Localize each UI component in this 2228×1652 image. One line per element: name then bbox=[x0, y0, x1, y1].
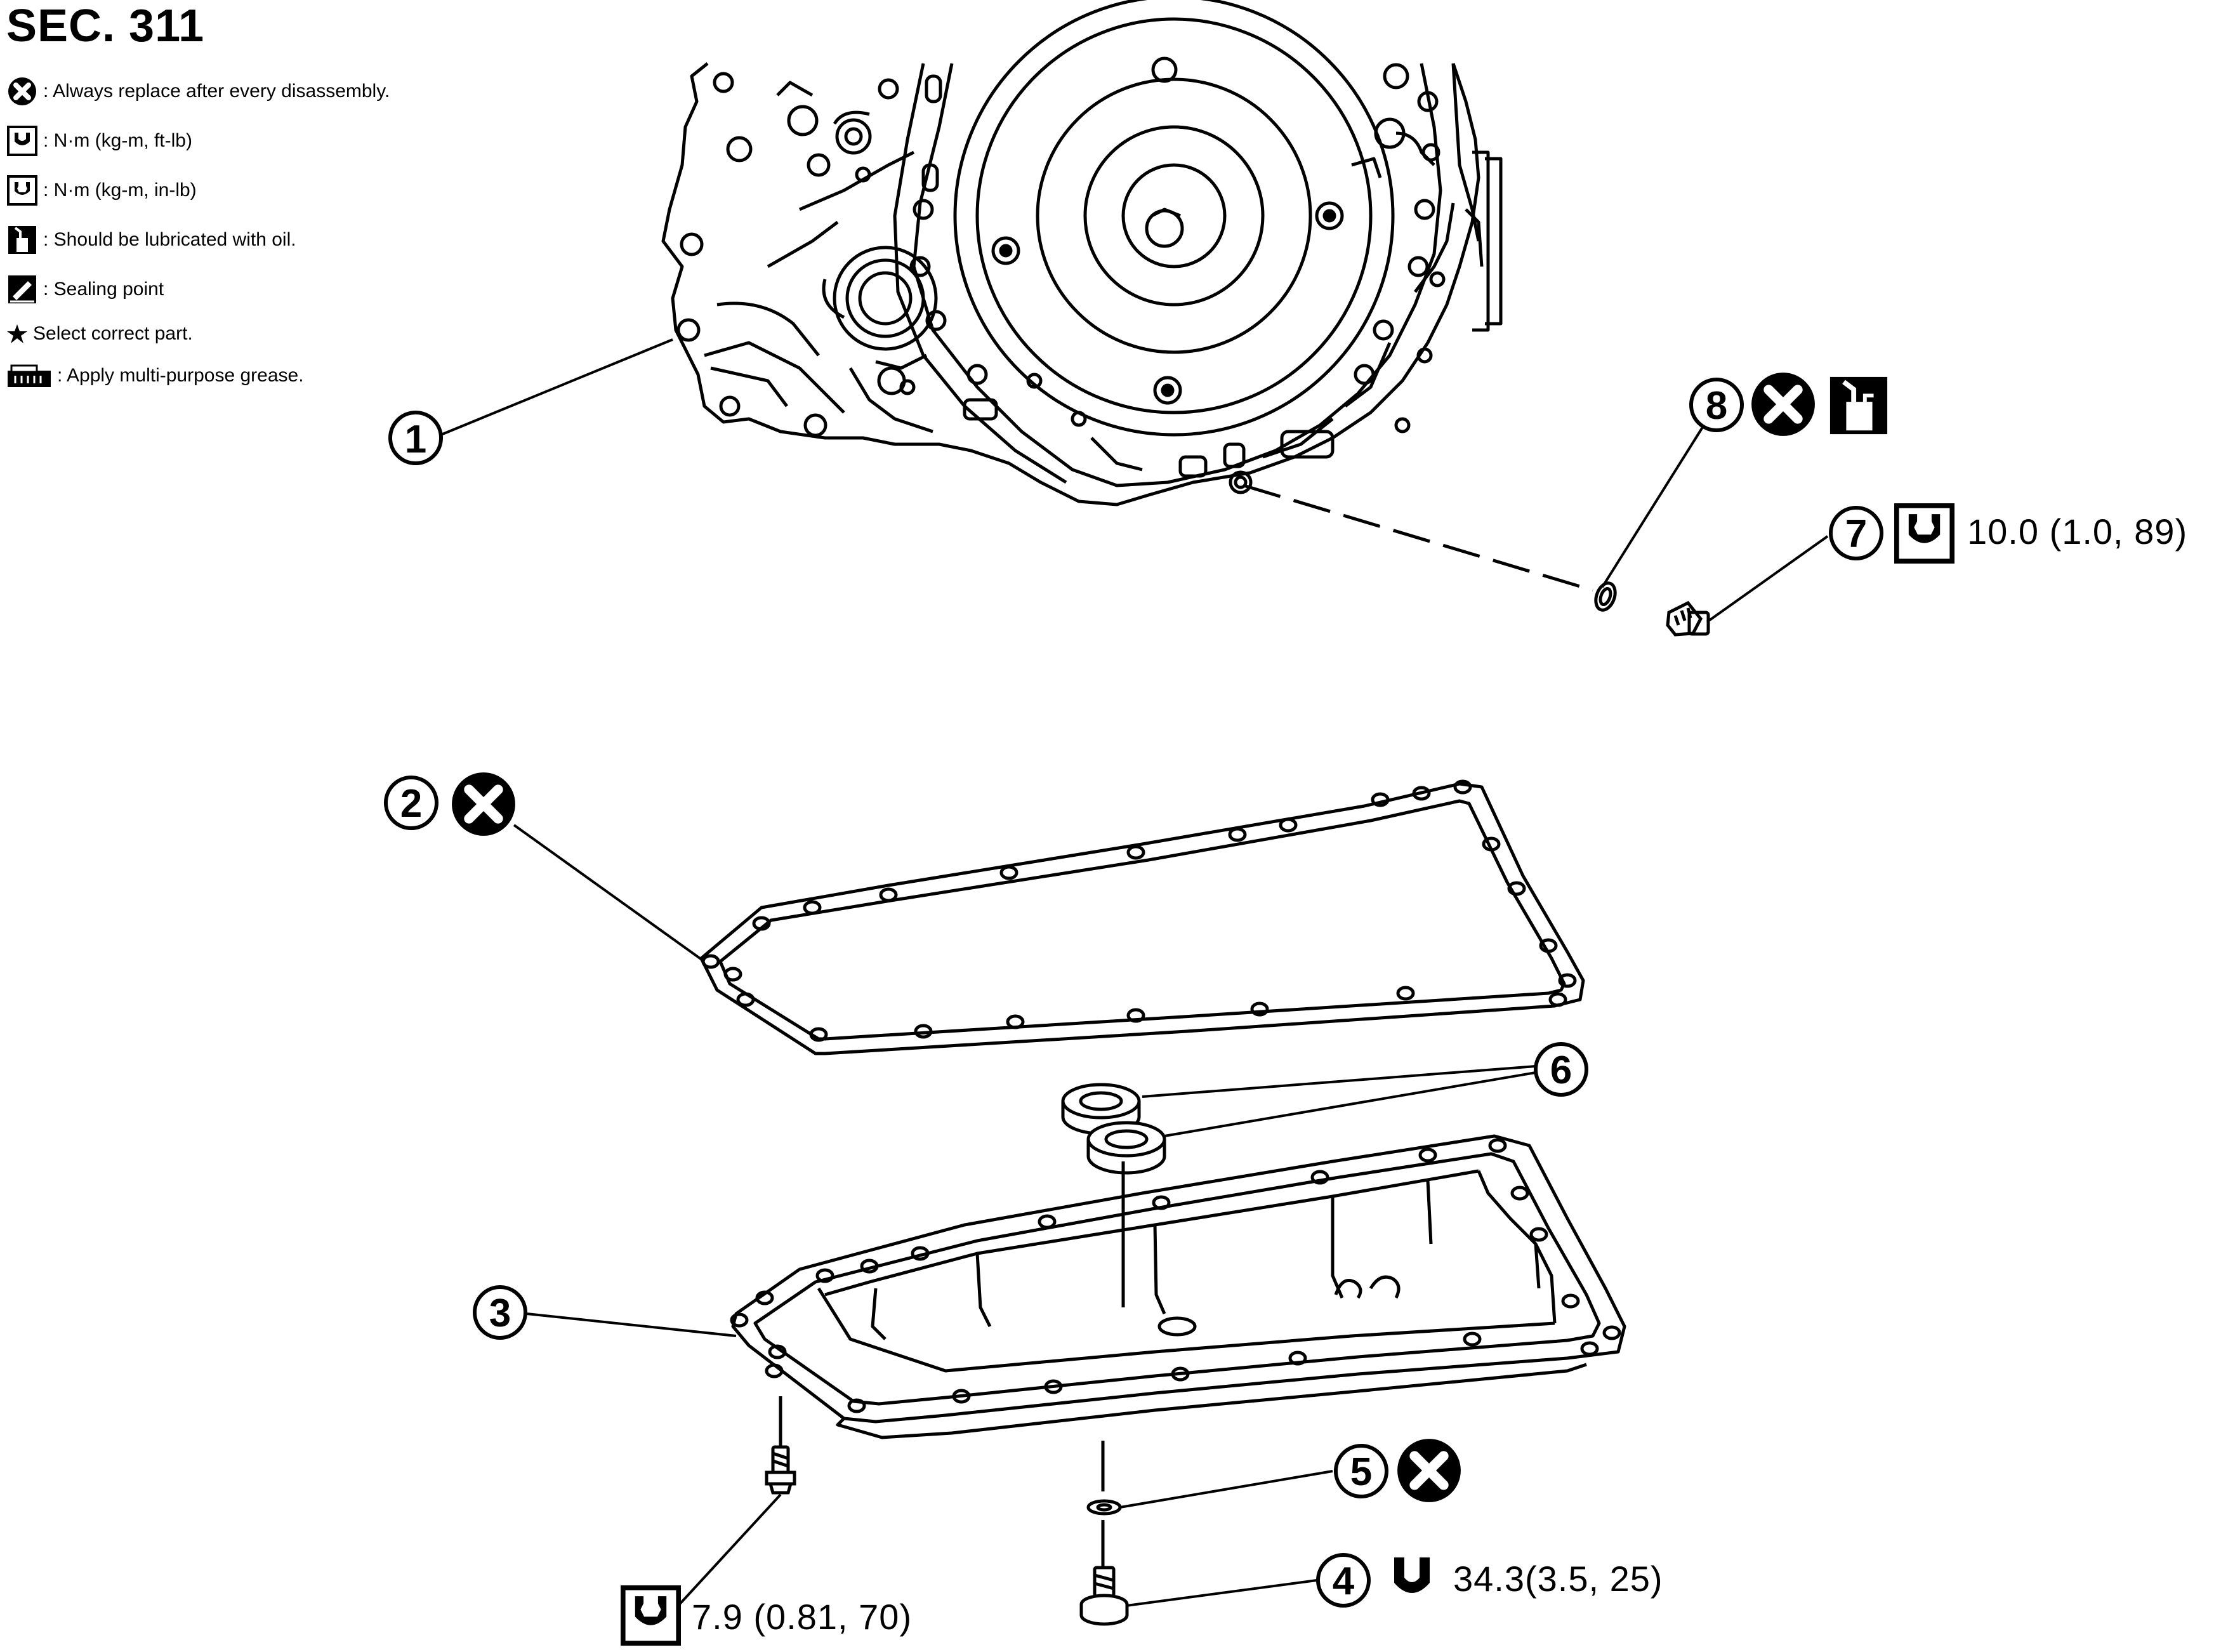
legend-row-torque-inlb: : N·m (kg-m, in-lb) bbox=[6, 166, 489, 215]
leader-lines bbox=[440, 338, 1829, 1616]
oil-pan-gasket bbox=[699, 779, 1585, 1055]
callout-number: 8 bbox=[1706, 384, 1727, 428]
replace-icon bbox=[1397, 1439, 1461, 1502]
legend-text: : Should be lubricated with oil. bbox=[43, 229, 296, 250]
magnets bbox=[1061, 1083, 1166, 1175]
legend-row-oil: : Should be lubricated with oil. bbox=[6, 215, 489, 265]
callout-2: 2 bbox=[384, 776, 438, 830]
transaxle-assembly bbox=[661, 0, 1503, 506]
callout-number: 3 bbox=[489, 1292, 511, 1335]
legend-text: : N·m (kg-m, ft-lb) bbox=[43, 130, 192, 151]
torque-wrench-icon bbox=[1897, 506, 1952, 561]
replace-icon bbox=[452, 772, 515, 836]
legend-row-grease: : Apply multi-purpose grease. bbox=[6, 354, 489, 398]
callout-number: 7 bbox=[1845, 512, 1867, 556]
oil-can-icon bbox=[8, 226, 36, 254]
star-icon bbox=[7, 324, 27, 343]
callout-number: 2 bbox=[400, 782, 422, 826]
legend-row-torque-ftlb: : N·m (kg-m, ft-lb) bbox=[6, 116, 489, 166]
callout-number: 1 bbox=[405, 418, 426, 461]
replace-icon bbox=[8, 77, 36, 105]
torque-spec-drain-plug: 10.0 (1.0, 89) bbox=[1967, 512, 2188, 552]
torque-spec-pan-bolt: 7.9 (0.81, 70) bbox=[692, 1597, 913, 1637]
callout-number: 6 bbox=[1550, 1048, 1572, 1092]
symbol-legend: : Always replace after every disassembly… bbox=[6, 67, 489, 398]
callout-number: 4 bbox=[1333, 1559, 1355, 1603]
pan-bolt-holes bbox=[730, 1138, 1621, 1413]
oil-pan-bolt bbox=[765, 1396, 796, 1495]
drain-plug-assembly bbox=[1243, 484, 1710, 637]
callout-3: 3 bbox=[473, 1285, 527, 1340]
grease-icon bbox=[8, 364, 51, 387]
callout-4: 4 bbox=[1316, 1553, 1371, 1608]
legend-text: : Apply multi-purpose grease. bbox=[57, 365, 304, 386]
legend-text: : Sealing point bbox=[43, 279, 164, 300]
legend-text: Select correct part. bbox=[33, 323, 193, 344]
callout-number: 5 bbox=[1350, 1450, 1372, 1494]
sealing-point-icon bbox=[8, 275, 36, 303]
replace-icon bbox=[1751, 373, 1815, 436]
oil-pan-drain-plug bbox=[1079, 1441, 1129, 1626]
callout-7: 7 bbox=[1829, 506, 1883, 560]
oil-pan bbox=[730, 1134, 1626, 1439]
section-label: SEC. 311 bbox=[6, 1, 205, 51]
legend-text: : N·m (kg-m, in-lb) bbox=[43, 180, 197, 201]
gasket-bolt-holes bbox=[701, 779, 1577, 1042]
torque-wrench-icon bbox=[1383, 1551, 1441, 1609]
legend-row-replace: : Always replace after every disassembly… bbox=[6, 67, 489, 116]
legend-text: : Always replace after every disassembly… bbox=[43, 81, 390, 102]
callout-6: 6 bbox=[1534, 1042, 1588, 1097]
torque-inlb-icon bbox=[7, 175, 37, 206]
callout-1: 1 bbox=[388, 411, 443, 465]
callout-5: 5 bbox=[1334, 1444, 1388, 1498]
torque-ftlb-icon bbox=[7, 126, 37, 156]
oil-can-icon bbox=[1830, 377, 1887, 434]
legend-row-sealing: : Sealing point bbox=[6, 265, 489, 314]
callout-8: 8 bbox=[1689, 378, 1744, 432]
torque-wrench-icon bbox=[623, 1588, 678, 1643]
legend-row-star: Select correct part. bbox=[6, 314, 489, 354]
torque-spec-overflow-plug: 34.3(3.5, 25) bbox=[1453, 1559, 1663, 1599]
